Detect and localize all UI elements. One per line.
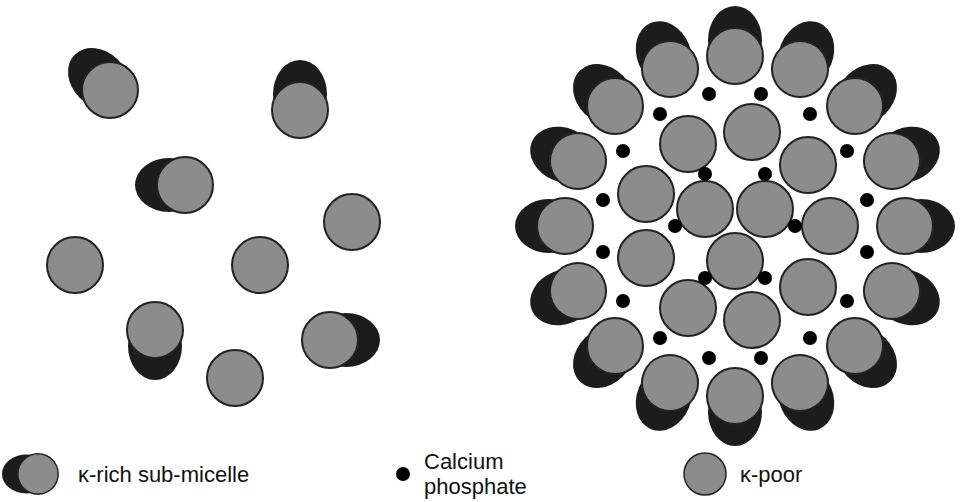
k-rich-sub-micelle — [855, 116, 948, 198]
k-poor-sub-micelle — [677, 181, 733, 237]
k-poor-sub-micelle — [660, 280, 716, 336]
k-rich-sub-micelle — [127, 302, 183, 380]
k-poor-sub-micelle — [707, 233, 763, 289]
k-poor-sub-micelle — [724, 104, 780, 160]
k-rich-sub-micelle — [877, 198, 955, 254]
free-sub-micelles — [47, 35, 380, 406]
k-rich-sub-micelle — [707, 368, 763, 446]
k-poor-sub-micelle — [47, 237, 103, 293]
k-poor-sub-micelle — [232, 237, 288, 293]
k-poor-sub-micelle — [780, 137, 836, 193]
legend-label: κ-poor — [740, 462, 802, 487]
k-rich-sub-micelle — [55, 35, 150, 130]
k-poor-sub-micelle — [324, 194, 380, 250]
k-poor-sub-micelle — [737, 181, 793, 237]
k-poor-sub-micelle — [802, 198, 858, 254]
k-rich-sub-micelle — [763, 346, 845, 439]
casein-micelle — [515, 6, 955, 446]
legend-k-poor-sample — [684, 453, 726, 495]
legend-k-rich-sample — [2, 454, 58, 494]
legend-calcium-phosphate-sample — [396, 467, 410, 481]
k-poor-sub-micelle — [724, 292, 780, 348]
k-poor-sub-micelle — [618, 230, 674, 286]
k-rich-sub-micelle — [272, 60, 328, 138]
k-rich-sub-micelle — [135, 157, 213, 213]
k-poor-sub-micelle — [618, 166, 674, 222]
k-poor-sub-micelle — [660, 116, 716, 172]
k-rich-sub-micelle — [707, 6, 763, 84]
legend-label: κ-rich sub-micelle — [78, 462, 249, 487]
legend-label: Calcium phosphate — [424, 449, 542, 499]
k-rich-sub-micelle — [625, 12, 707, 105]
k-rich-sub-micelle — [302, 312, 380, 368]
calcium-phosphate-dots — [596, 87, 874, 365]
k-rich-sub-micelle — [521, 254, 614, 336]
k-poor-sub-micelle — [207, 350, 263, 406]
k-poor-sub-micelle — [780, 259, 836, 315]
k-rich-sub-micelle — [515, 198, 593, 254]
